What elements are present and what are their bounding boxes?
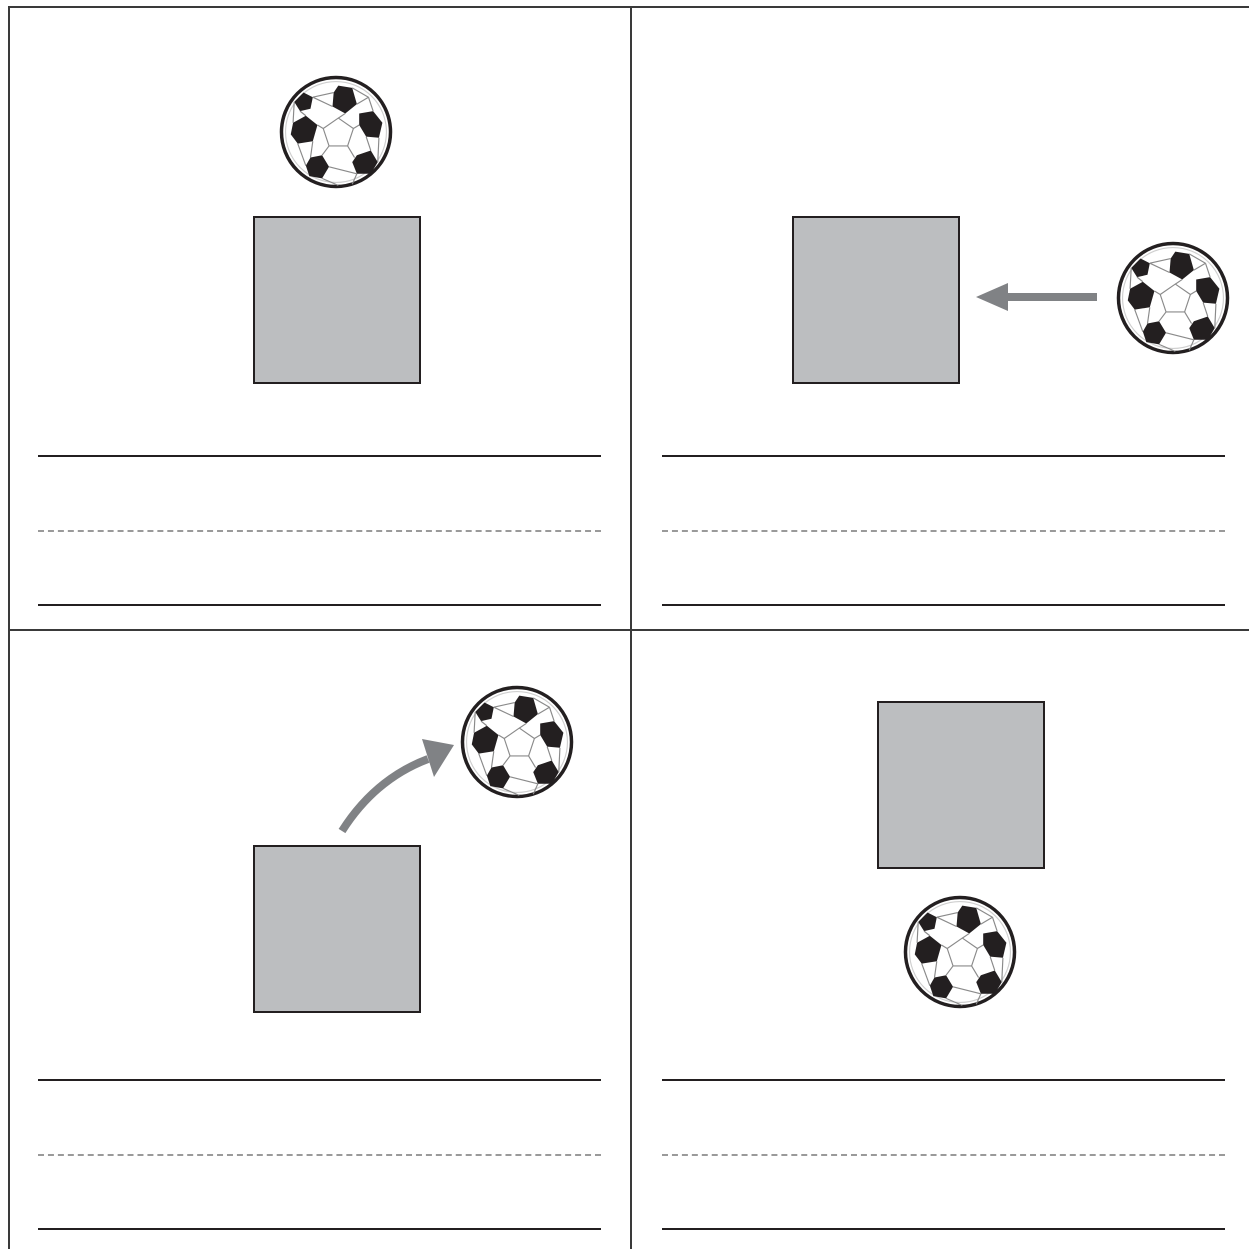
writing-line-top[interactable] [38, 1079, 601, 1081]
gray-box [792, 216, 960, 384]
writing-line-middle[interactable] [38, 1154, 601, 1156]
writing-line-top[interactable] [662, 455, 1225, 457]
gray-box [877, 701, 1045, 869]
writing-line-bottom[interactable] [662, 1228, 1225, 1230]
writing-line-top[interactable] [38, 455, 601, 457]
soccer-ball-icon [459, 684, 575, 800]
curved-arrow-icon [330, 711, 470, 841]
writing-line-bottom[interactable] [38, 1228, 601, 1230]
gray-box [253, 845, 421, 1013]
panel-top-right [632, 8, 1249, 629]
writing-line-bottom[interactable] [662, 604, 1225, 606]
soccer-ball-icon [902, 894, 1018, 1010]
writing-line-top[interactable] [662, 1079, 1225, 1081]
arrow-left-icon [972, 280, 1102, 314]
writing-line-middle[interactable] [662, 1154, 1225, 1156]
soccer-ball-icon [278, 74, 394, 190]
panel-bottom-right [632, 631, 1249, 1249]
panel-bottom-left [10, 631, 630, 1249]
writing-line-middle[interactable] [662, 530, 1225, 532]
panel-top-left [10, 8, 630, 629]
writing-line-middle[interactable] [38, 530, 601, 532]
writing-line-bottom[interactable] [38, 604, 601, 606]
gray-box [253, 216, 421, 384]
soccer-ball-icon [1115, 240, 1231, 356]
